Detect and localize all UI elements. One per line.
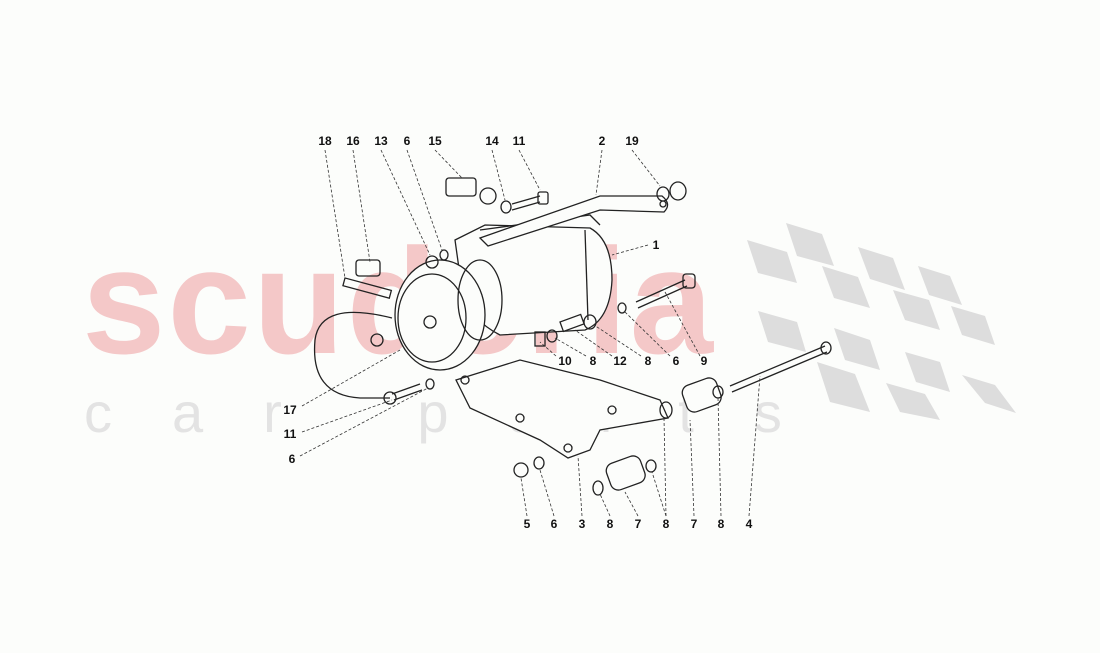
callout-8[interactable]: 8 — [717, 517, 725, 531]
callout-13[interactable]: 13 — [374, 134, 388, 148]
callout-8[interactable]: 8 — [606, 517, 614, 531]
callout-8[interactable]: 8 — [644, 354, 652, 368]
callout-18[interactable]: 18 — [318, 134, 332, 148]
callout-1[interactable]: 1 — [652, 238, 660, 252]
callout-17[interactable]: 17 — [283, 403, 297, 417]
callout-5[interactable]: 5 — [523, 517, 531, 531]
callout-2[interactable]: 2 — [598, 134, 606, 148]
callout-3[interactable]: 3 — [578, 517, 586, 531]
callout-8[interactable]: 8 — [589, 354, 597, 368]
callout-6[interactable]: 6 — [550, 517, 558, 531]
callout-9[interactable]: 9 — [700, 354, 708, 368]
callout-11[interactable]: 11 — [283, 427, 297, 441]
callout-6[interactable]: 6 — [672, 354, 680, 368]
callout-14[interactable]: 14 — [485, 134, 499, 148]
callout-19[interactable]: 19 — [625, 134, 639, 148]
callout-11[interactable]: 11 — [512, 134, 526, 148]
callout-15[interactable]: 15 — [428, 134, 442, 148]
callout-7[interactable]: 7 — [690, 517, 698, 531]
callout-16[interactable]: 16 — [346, 134, 360, 148]
callout-7[interactable]: 7 — [634, 517, 642, 531]
callout-4[interactable]: 4 — [745, 517, 753, 531]
callout-6[interactable]: 6 — [403, 134, 411, 148]
callout-6[interactable]: 6 — [288, 452, 296, 466]
callout-10[interactable]: 10 — [558, 354, 572, 368]
callout-8[interactable]: 8 — [662, 517, 670, 531]
callout-12[interactable]: 12 — [613, 354, 627, 368]
